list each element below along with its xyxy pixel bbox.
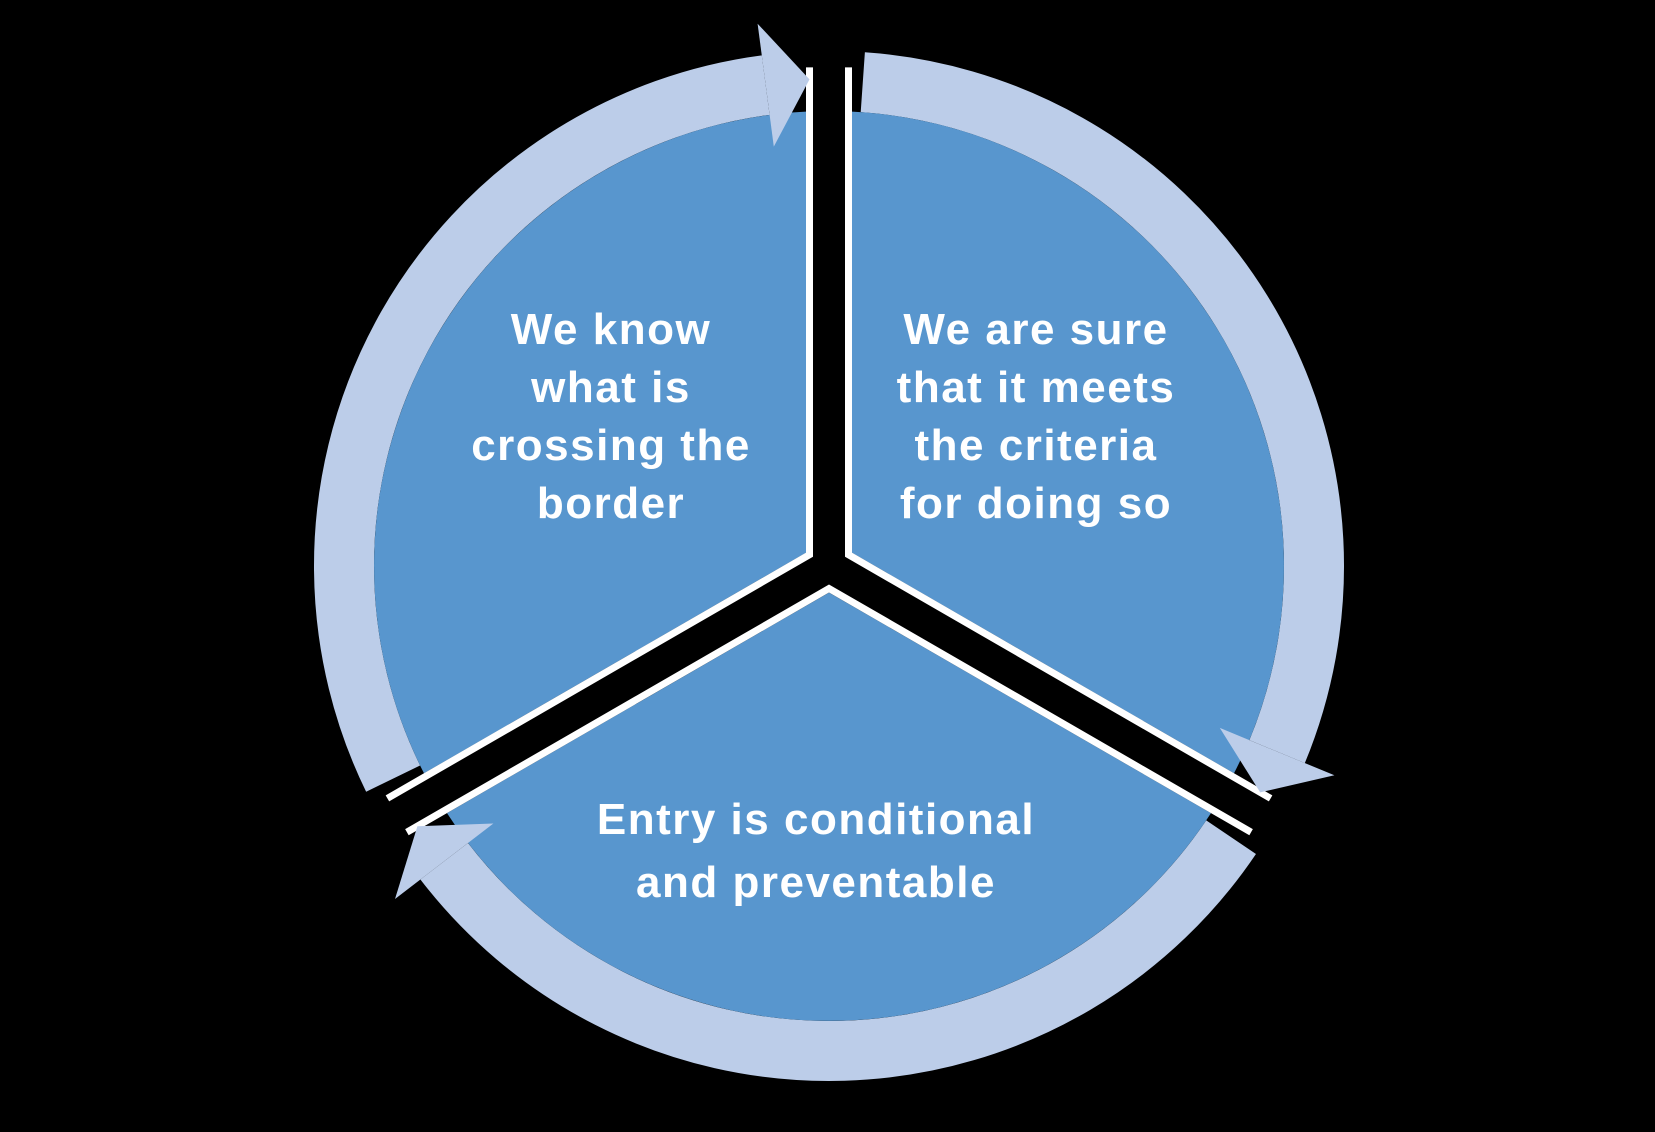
ring-arrow-left-arc [314,55,770,792]
segment-label-line: for doing so [899,479,1173,528]
sector-top-right-edge [845,67,1273,802]
segment-label-line: Entry is conditional [596,795,1036,844]
ring-arrow-left-head [757,23,810,147]
ring-arrow-bottom-head [395,823,494,899]
segment-label-line: the criteria [914,421,1158,470]
segment-label-top-left: We know what is crossing the border [471,301,751,533]
ring-arrow-right-arc [860,52,1344,764]
segment-label-bottom: Entry is conditional and preventable [597,788,1035,914]
segment-label-line: what is [531,363,691,412]
sector-top-right [852,111,1284,774]
segment-label-line: We are sure [903,305,1169,354]
sector-bottom-edge [405,584,1253,836]
segment-label-top-right: We are sure that it meets the criteria f… [897,301,1176,533]
sector-bottom [447,592,1211,1021]
sector-top-left-edge [385,67,813,802]
ring-arrow-right-head [1219,727,1335,793]
segment-label-line: We know [510,305,712,354]
segment-label-line: that it meets [896,363,1176,412]
ring-arrow-bottom-arc [420,820,1256,1081]
segment-label-line: and preventable [636,858,996,907]
segment-label-line: border [536,479,686,528]
sector-top-left [374,111,806,774]
segment-label-line: crossing the [471,421,751,470]
